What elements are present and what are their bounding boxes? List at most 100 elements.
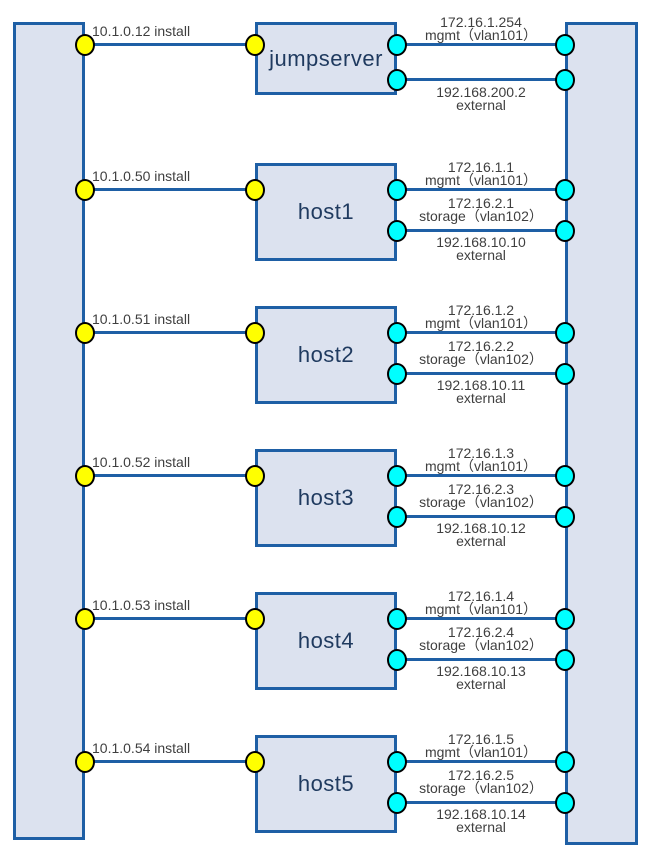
install-port-icon <box>245 179 265 201</box>
mgmt-port-icon <box>387 34 407 56</box>
install-port-icon <box>75 608 95 630</box>
external-label: 192.168.10.14 external <box>397 806 565 834</box>
install-ip-label: 10.1.0.53 install <box>92 597 191 613</box>
mgmt-ip-label: 172.16.1.2 <box>447 302 515 318</box>
storage-ip-label: 172.16.2.4 <box>447 624 515 640</box>
mgmt-label: 172.16.1.1 mgmt（vlan101） <box>397 160 565 188</box>
mgmt-port-icon <box>387 322 407 344</box>
storage-network-label: storage（vlan102） <box>419 780 543 796</box>
mgmt-network-label: mgmt（vlan101） <box>424 27 538 43</box>
node-box: host1 <box>255 163 397 261</box>
mgmt-network-label: mgmt（vlan101） <box>424 315 538 331</box>
install-port-icon <box>75 465 95 487</box>
storage-ip-label: 172.16.2.1 <box>447 195 515 211</box>
mgmt-ip-label: 172.16.1.254 <box>440 14 522 30</box>
mgmt-label: 172.16.1.4 mgmt（vlan101） <box>397 588 565 617</box>
mgmt-link-line <box>397 331 565 334</box>
node-box: host3 <box>255 449 397 547</box>
external-link-line <box>397 372 565 375</box>
storage-label: 172.16.2.4 storage（vlan102） <box>397 624 565 653</box>
external-port-icon <box>555 363 575 385</box>
install-link-line <box>85 617 255 620</box>
mgmt-port-icon <box>387 608 407 630</box>
install-ip-label: 10.1.0.12 install <box>92 23 191 39</box>
mgmt-label: 172.16.1.3 mgmt（vlan101） <box>397 446 565 474</box>
node-name: host5 <box>297 771 355 796</box>
external-label: 192.168.10.13 external <box>397 663 565 691</box>
external-port-icon <box>387 792 407 814</box>
storage-ip-label: 172.16.2.5 <box>447 767 515 783</box>
external-port-icon <box>387 506 407 528</box>
storage-label: 172.16.2.2 storage（vlan102） <box>397 338 565 366</box>
mgmt-port-icon <box>555 608 575 630</box>
external-label: 192.168.200.2 external <box>397 85 565 113</box>
mgmt-ip-label: 172.16.1.4 <box>447 588 515 604</box>
mgmt-port-icon <box>555 322 575 344</box>
service-network-bar <box>565 22 638 845</box>
external-link-line <box>397 229 565 232</box>
install-port-icon <box>75 322 95 344</box>
mgmt-network-label: mgmt（vlan101） <box>424 172 538 188</box>
mgmt-port-icon <box>387 465 407 487</box>
install-port-icon <box>245 608 265 630</box>
node-name: host1 <box>297 199 355 224</box>
storage-network-label: storage（vlan102） <box>419 637 543 653</box>
install-port-icon <box>75 179 95 201</box>
external-port-icon <box>555 69 575 91</box>
node-name: host4 <box>297 628 355 653</box>
install-port-icon <box>245 465 265 487</box>
external-link-line <box>397 78 565 81</box>
external-port-icon <box>555 649 575 671</box>
install-port-icon <box>245 34 265 56</box>
mgmt-network-label: mgmt（vlan101） <box>424 601 538 617</box>
storage-label: 172.16.2.3 storage（vlan102） <box>397 481 565 510</box>
mgmt-network-label: mgmt（vlan101） <box>424 744 538 760</box>
mgmt-port-icon <box>555 179 575 201</box>
mgmt-label: 172.16.1.5 mgmt（vlan101） <box>397 732 565 760</box>
install-link-line <box>85 760 255 763</box>
install-link-line <box>85 331 255 334</box>
node-name: jumpserver <box>269 45 383 71</box>
node-box: host2 <box>255 306 397 404</box>
external-ip-label: 192.168.10.11 <box>436 377 526 393</box>
mgmt-link-line <box>397 760 565 763</box>
external-port-icon <box>387 363 407 385</box>
install-ip-label: 10.1.0.51 install <box>92 311 191 327</box>
storage-label: 172.16.2.5 storage（vlan102） <box>397 767 565 796</box>
external-network-label: external <box>456 390 506 406</box>
mgmt-network-label: mgmt（vlan101） <box>424 458 538 474</box>
mgmt-port-icon <box>555 34 575 56</box>
install-ip-label: 10.1.0.52 install <box>92 454 191 470</box>
external-network-label: external <box>456 247 506 263</box>
external-network-label: external <box>456 97 506 113</box>
install-ip-label: 10.1.0.50 install <box>92 168 191 184</box>
external-port-icon <box>555 792 575 814</box>
install-network-bar <box>13 22 85 840</box>
storage-ip-label: 172.16.2.2 <box>447 338 515 354</box>
external-link-line <box>397 801 565 804</box>
install-link-line <box>85 474 255 477</box>
storage-ip-label: 172.16.2.3 <box>447 481 515 497</box>
external-link-line <box>397 515 565 518</box>
install-port-icon <box>75 34 95 56</box>
external-port-icon <box>555 506 575 528</box>
external-ip-label: 192.168.10.10 <box>436 234 526 250</box>
mgmt-label: 172.16.1.254 mgmt（vlan101） <box>397 14 565 43</box>
external-port-icon <box>555 220 575 242</box>
storage-label: 172.16.2.1 storage（vlan102） <box>397 195 565 223</box>
node-name: host3 <box>297 485 355 510</box>
mgmt-link-line <box>397 617 565 620</box>
mgmt-link-line <box>397 43 565 46</box>
install-link-line <box>85 188 255 191</box>
mgmt-link-line <box>397 188 565 191</box>
external-ip-label: 192.168.10.14 <box>436 806 526 822</box>
external-label: 192.168.10.12 external <box>397 521 565 548</box>
mgmt-port-icon <box>387 751 407 773</box>
storage-network-label: storage（vlan102） <box>419 494 543 510</box>
install-port-icon <box>245 751 265 773</box>
mgmt-port-icon <box>387 179 407 201</box>
external-ip-label: 192.168.10.13 <box>436 663 526 679</box>
mgmt-port-icon <box>555 465 575 487</box>
node-box: jumpserver <box>255 22 397 95</box>
